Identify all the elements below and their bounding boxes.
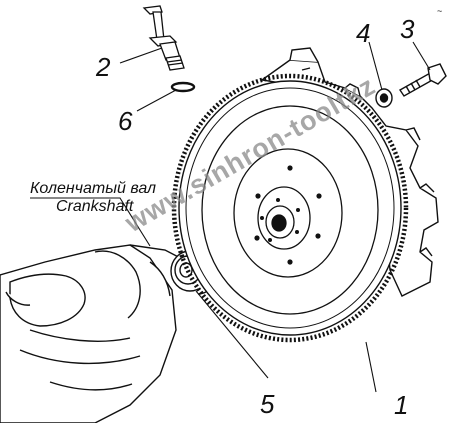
callout-4: 4 [356,18,371,48]
speed-sensor [142,5,185,71]
callout-1: 1 [394,390,409,420]
leader-lines [30,41,431,393]
callout-3: 3 [400,14,415,44]
corner-mark: ~ [437,6,442,16]
washer [375,88,393,108]
callout-2: 2 [96,52,111,82]
caption-ru: Коленчатый вал [30,180,157,197]
caption-en: Crankshaft [56,198,134,215]
flywheel-disc [201,105,379,315]
ring-gear [171,73,409,343]
callout-5: 5 [260,389,275,419]
o-ring [170,81,196,93]
callout-6: 6 [118,106,133,136]
crankshaft [0,244,189,423]
flywheel-bolt-holes [254,165,322,265]
bolt [398,63,447,97]
